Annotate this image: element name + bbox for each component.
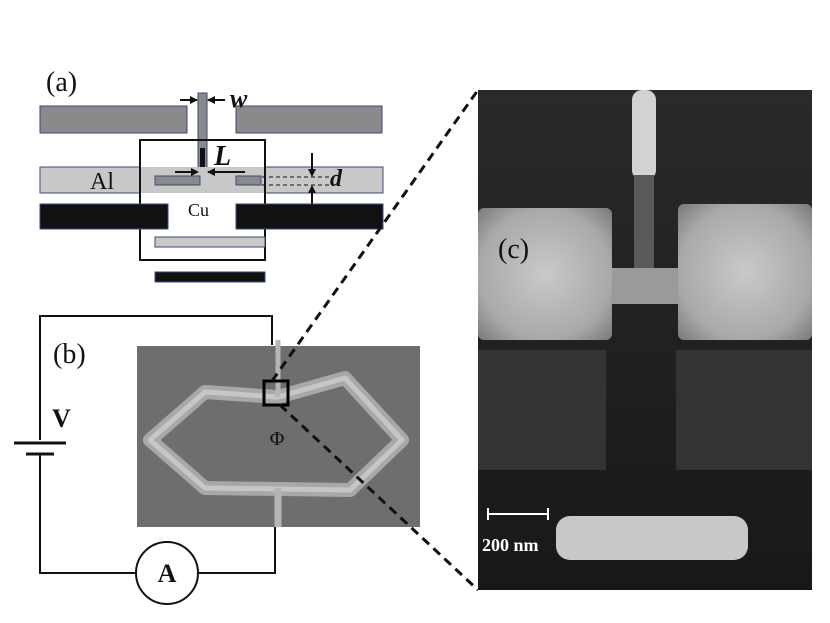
sem-vertical-wire-lower <box>634 175 654 275</box>
zoom-box <box>262 379 290 407</box>
lower-al-bar <box>154 236 266 248</box>
zoom-line-bottom <box>278 403 480 592</box>
d-arrowhead-bottom <box>308 185 316 193</box>
voltage-label: V <box>52 404 71 433</box>
dark-layer-right <box>235 203 384 230</box>
al-label: Al <box>90 169 114 195</box>
ammeter-circle <box>135 541 199 605</box>
sem-pad-left <box>478 208 612 340</box>
flux-label: Φ <box>270 428 285 450</box>
al-band-right <box>264 166 384 194</box>
wire-dark-tip <box>200 148 205 172</box>
top-right-al-bar <box>235 105 383 134</box>
bottom-dark-bar <box>154 271 266 283</box>
sem-bottom-bar <box>556 516 748 560</box>
right-electrode <box>235 175 262 186</box>
distance-symbol: d <box>330 166 343 192</box>
shadow-block-left <box>478 350 606 470</box>
scale-bar-label: 200 nm <box>482 535 539 555</box>
circuit-wire-right <box>198 527 276 574</box>
circuit-wire-bottom <box>39 455 136 574</box>
w-arrowhead-left <box>190 96 198 104</box>
panel-c: (c) 200 nm <box>478 90 812 590</box>
width-symbol: w <box>230 84 248 113</box>
al-band-left <box>39 166 141 194</box>
cu-frame <box>139 139 266 261</box>
l-arrowhead-right <box>207 168 215 176</box>
w-arrowhead-right <box>207 96 215 104</box>
left-electrode <box>154 175 201 186</box>
sem-vertical-wire <box>632 90 656 180</box>
shadow-block-right <box>676 350 812 470</box>
panel-a-label: (a) <box>46 67 77 98</box>
panel-b: (b) V A Φ <box>14 315 420 605</box>
top-left-al-bar <box>39 105 188 134</box>
sem-pad-right <box>678 204 812 340</box>
d-arrowhead-top <box>308 169 316 177</box>
panel-b-label: (b) <box>53 339 86 370</box>
length-symbol: L <box>213 141 231 172</box>
circuit-wire-top <box>39 315 273 440</box>
zoom-line-top <box>270 89 480 382</box>
ammeter-label: A <box>158 559 177 588</box>
dark-layer-left <box>39 203 169 230</box>
cu-label: Cu <box>188 200 209 220</box>
panel-c-label: (c) <box>498 234 529 265</box>
panel-a: (a) w Al L d <box>39 67 384 283</box>
l-arrowhead-left <box>191 168 199 176</box>
sem-bridge <box>612 268 678 304</box>
